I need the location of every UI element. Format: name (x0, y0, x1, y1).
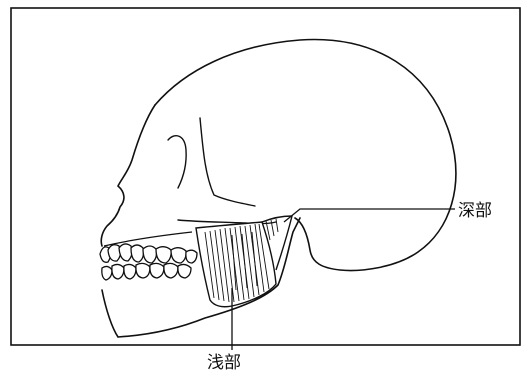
upper-gum-line (104, 232, 192, 246)
label-deep-part: 深部 (458, 203, 492, 220)
face-outline (101, 105, 155, 246)
lower-teeth (102, 263, 191, 280)
leader-line-deep (284, 209, 455, 222)
upper-teeth (100, 244, 197, 263)
orbit-outline (168, 136, 186, 188)
label-superficial-part: 浅部 (207, 355, 241, 372)
temporal-line (200, 118, 255, 206)
